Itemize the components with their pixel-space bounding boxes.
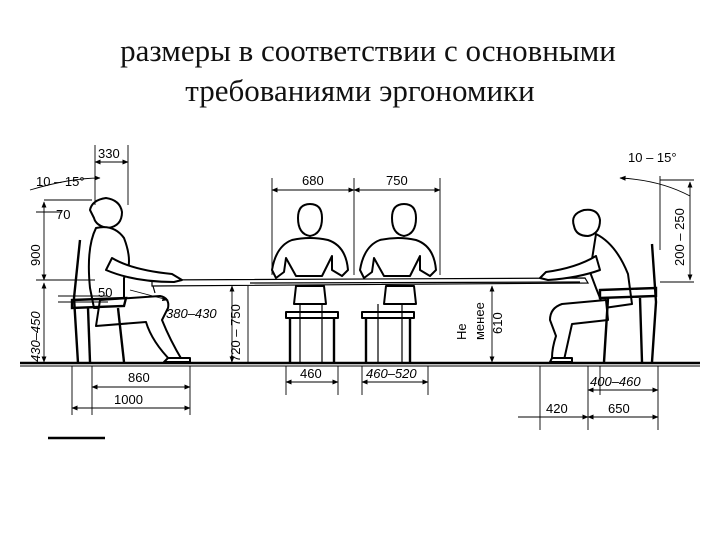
label-400-460: 400–460 bbox=[590, 374, 641, 389]
right-dimensions bbox=[518, 175, 694, 430]
left-seated-person bbox=[70, 197, 191, 364]
middle-dimensions bbox=[271, 178, 495, 395]
left-dimensions bbox=[29, 145, 249, 415]
label-menee: менее bbox=[472, 302, 487, 340]
label-460: 460 bbox=[300, 366, 322, 381]
label-430-450: 430–450 bbox=[28, 311, 43, 362]
label-330: 330 bbox=[98, 146, 120, 161]
label-50: 50 bbox=[98, 285, 112, 300]
label-650: 650 bbox=[608, 401, 630, 416]
label-750: 750 bbox=[386, 173, 408, 188]
middle-person-1 bbox=[271, 203, 349, 362]
label-380-430: 380–430 bbox=[166, 306, 217, 321]
label-610: 610 bbox=[490, 312, 505, 334]
label-900: 900 bbox=[28, 244, 43, 266]
label-angle-left: 10 – 15° bbox=[36, 174, 85, 189]
label-1000: 1000 bbox=[114, 392, 143, 407]
middle-person-2 bbox=[359, 203, 437, 362]
title-line-2: требованиями эргономики bbox=[185, 73, 535, 108]
title-line-1: размеры в соответствии с основными bbox=[120, 33, 616, 68]
label-ne: Не bbox=[454, 323, 469, 340]
label-angle-right: 10 – 15° bbox=[628, 150, 677, 165]
label-70: 70 bbox=[56, 207, 70, 222]
label-200-250: 200 – 250 bbox=[672, 208, 687, 266]
right-seated-person bbox=[539, 208, 658, 363]
label-720-750: 720 – 750 bbox=[228, 304, 243, 362]
label-460-520: 460–520 bbox=[366, 366, 417, 381]
label-420: 420 bbox=[546, 401, 568, 416]
table bbox=[151, 277, 590, 294]
label-860: 860 bbox=[128, 370, 150, 385]
label-680: 680 bbox=[302, 173, 324, 188]
